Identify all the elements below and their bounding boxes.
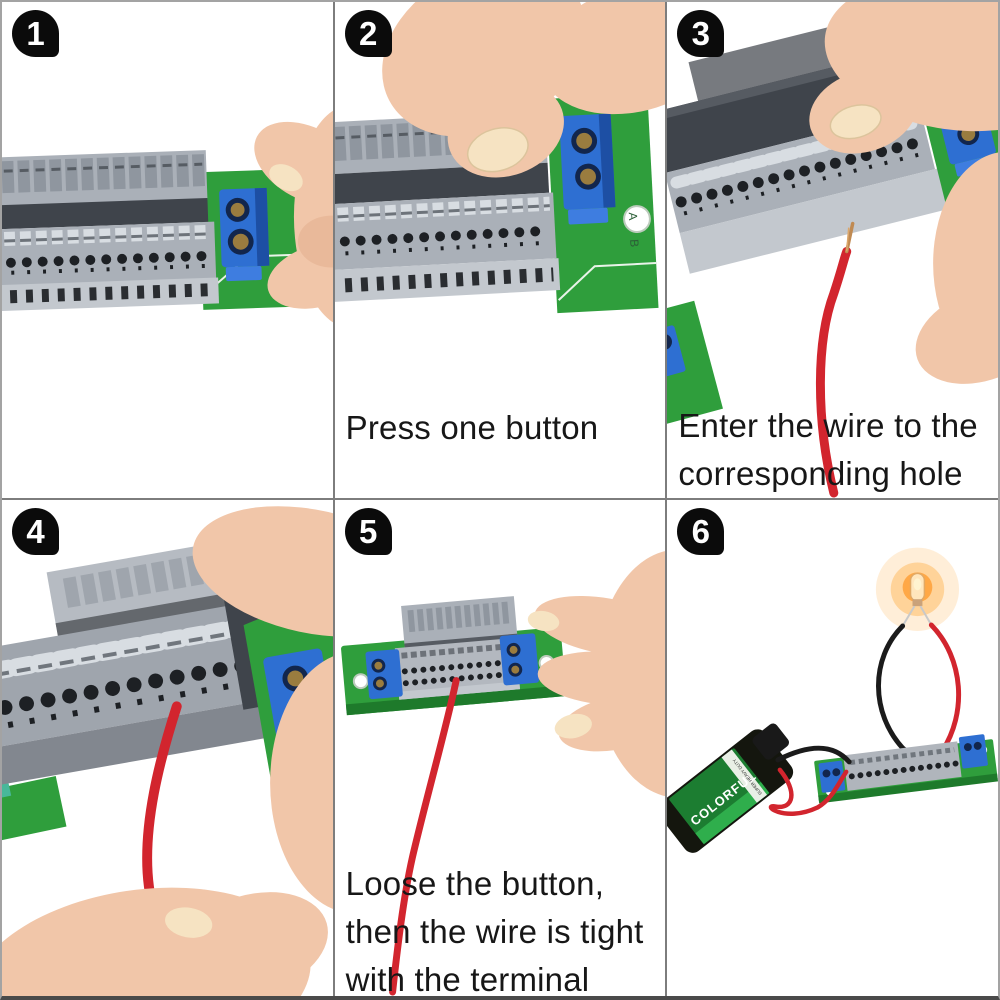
blue-screw-terminal	[959, 734, 989, 769]
fingernail	[269, 164, 303, 192]
terminal-module	[340, 596, 567, 716]
step-number: 6	[691, 513, 710, 550]
clamp-row	[394, 637, 520, 700]
pinching-fingers	[2, 887, 328, 996]
step2-photo: A B	[334, 2, 666, 314]
caption-line: with the terminal	[345, 961, 590, 996]
push-button-row	[2, 150, 208, 208]
caption-line: Loose the button,	[345, 865, 605, 902]
black-wire	[876, 623, 925, 760]
step-number: 4	[26, 513, 45, 550]
clamp-row	[2, 221, 220, 312]
fingernail	[527, 610, 559, 632]
caption-line: corresponding hole	[678, 455, 963, 492]
red-wire	[769, 767, 849, 816]
step-caption: Press one button	[346, 404, 599, 452]
step6-photo: COLORFUL SUPER HEAVY DUTY	[667, 547, 998, 853]
step-badge: 3	[677, 10, 725, 57]
step-panel-4: B 4	[2, 500, 333, 996]
step-badge: 2	[344, 10, 392, 57]
press-finger	[381, 2, 666, 178]
step-number: 3	[691, 15, 710, 52]
caption-line: Press one button	[345, 409, 599, 446]
holding-hand	[527, 550, 666, 797]
step-panel-3: 3 Enter the wire to the corresponding ho…	[667, 2, 998, 498]
caption-line: then the wire is tight	[345, 913, 644, 950]
blue-screw-terminal	[499, 633, 539, 686]
fingernail	[554, 713, 592, 739]
step5-photo	[340, 550, 666, 996]
holding-hand	[254, 110, 333, 323]
step3-photo	[667, 2, 998, 498]
step-caption: Loose the button, then the wire is tight…	[346, 860, 644, 996]
battery-connector	[752, 723, 790, 760]
holding-hand	[809, 2, 998, 384]
step-panel-6: COLORFUL SUPER HEAVY DUTY 6	[667, 500, 998, 996]
terminal-module	[814, 734, 998, 804]
step-number: 2	[358, 15, 378, 52]
blue-screw-terminal	[365, 649, 403, 700]
red-wire	[388, 677, 460, 996]
step-caption: Enter the wire to the corresponding hole	[678, 402, 978, 498]
pcb-label-b: B	[627, 239, 641, 248]
step-number: 1	[26, 15, 45, 52]
caption-line: Enter the wire to the	[678, 407, 978, 444]
blue-screw-terminal	[219, 187, 270, 282]
terminal-module: B	[2, 150, 321, 312]
battery: COLORFUL SUPER HEAVY DUTY	[667, 723, 794, 853]
step-badge: 1	[12, 10, 59, 57]
clamp-row	[334, 192, 560, 302]
board-edge-sliver	[667, 300, 724, 425]
red-wire	[929, 622, 962, 754]
step1-photo: B	[2, 110, 333, 323]
step4-photo: B	[2, 506, 333, 996]
step-number: 5	[358, 513, 378, 550]
pcb-hole	[622, 205, 651, 234]
holding-hand	[192, 506, 333, 909]
step-panel-1: B	[2, 2, 333, 498]
fingernail	[466, 127, 529, 173]
fingernail	[829, 104, 883, 140]
step-badge: 5	[344, 508, 392, 555]
step-panel-5: 5 Loose the button, then the wire is tig…	[334, 500, 666, 996]
step-panel-2: A B	[334, 2, 666, 498]
blue-screw-terminal	[558, 113, 616, 225]
pcb-label-a: A	[625, 212, 639, 221]
step-badge: 6	[677, 508, 725, 555]
light-bulb	[876, 547, 960, 631]
step-badge: 4	[12, 508, 59, 555]
black-wire	[775, 745, 852, 765]
fingernail	[165, 907, 213, 938]
red-wire	[816, 221, 855, 498]
pcb-hole	[352, 673, 369, 690]
